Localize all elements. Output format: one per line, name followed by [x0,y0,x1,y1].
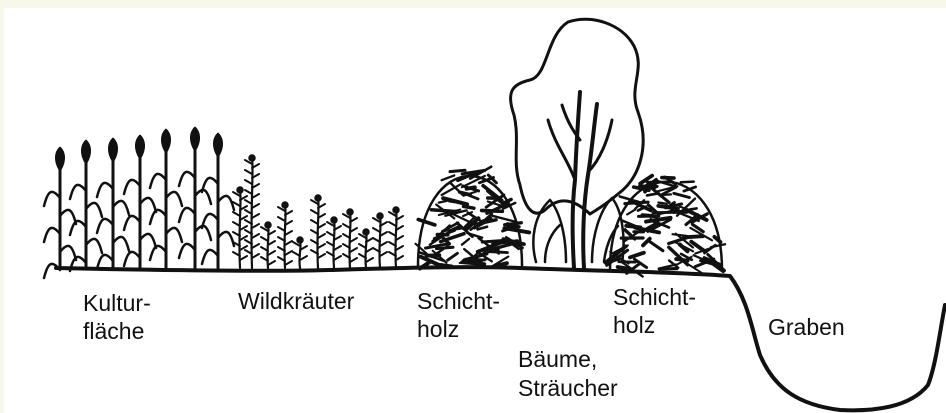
maize-leaf [44,264,60,278]
wood-stick [431,210,457,212]
label-schichtholz-right-line2: holz [613,311,655,340]
herb-flower [282,202,288,208]
crop-plants [44,128,234,278]
maize-leaf [113,201,129,215]
wood-pile-left [416,167,530,269]
wood-stick [648,241,663,251]
herb-flower [347,209,353,215]
herb-flower [265,222,271,228]
maize-leaf [140,234,156,248]
maize-leaf [124,180,140,194]
maize-leaf [70,185,86,199]
maize-leaf [179,208,195,222]
herb-stem [299,240,300,268]
maize-leaf [113,237,129,251]
wood-stick [676,259,688,261]
wood-stick [684,236,703,237]
maize-leaf [44,192,60,206]
maize-tassel [191,128,199,150]
herb-flower [377,213,383,219]
wood-stick [504,228,529,232]
tree-trunk-right [583,104,597,268]
maize-leaf [218,196,234,210]
label-schichtholz-right-line1: Schicht- [613,283,696,312]
wood-stick [464,206,474,208]
herb-flower [249,155,255,161]
label-schichtholz-left-line1: Schicht- [417,287,500,316]
herb-flower [315,195,321,201]
maize-leaf [97,183,113,197]
wood-stick [418,220,435,225]
maize-leaf [124,216,140,230]
label-baeume-line1: Bäume, [518,345,597,374]
label-wildkraeuter: Wildkräuter [238,287,354,316]
maize-leaf [150,174,166,188]
label-graben: Graben [768,313,845,342]
wood-stick [681,182,694,183]
wood-stick [627,210,635,215]
maize-leaf [60,246,76,260]
maize-leaf [179,244,195,258]
wood-stick [659,203,667,204]
maize-leaf [218,232,234,246]
herb-flower [363,229,369,235]
maize-leaf [202,250,218,264]
wood-stick [674,193,690,197]
maize-leaf [44,228,60,242]
wood-stick [450,170,465,171]
wood-stick [439,201,447,203]
wood-stick [488,252,507,253]
maize-leaf [70,221,86,235]
label-kulturflaeche-line1: Kultur- [83,289,151,318]
maize-leaf [166,228,182,242]
herb-flower [237,187,243,193]
maize-leaf [86,239,102,253]
maize-leaf [140,198,156,212]
wood-stick [505,223,522,225]
maize-leaf [86,203,102,217]
maize-tassel [136,136,144,158]
herb-flower [331,217,337,223]
maize-leaf [150,246,166,260]
maize-tassel [162,130,170,152]
maize-leaf [166,192,182,206]
herb-flower [393,207,399,213]
maize-leaf [179,172,195,186]
wood-stick [630,253,644,258]
herb-flower [297,237,303,243]
shrub-left [533,200,566,262]
maize-leaf [150,210,166,224]
maize-leaf [97,219,113,233]
maize-tassel [82,141,90,163]
label-baeume-line2: Sträucher [518,374,618,403]
wild-herbs [233,155,403,268]
wood-stick [462,239,469,245]
wood-stick [462,262,484,264]
maize-tassel [56,148,64,170]
label-kulturflaeche-line2: fläche [83,317,144,346]
label-schichtholz-left-line2: holz [417,315,459,344]
wood-stick [448,253,458,260]
maize-tassel [109,139,117,161]
wood-stick [466,259,485,260]
herb-stem [349,212,350,268]
wood-stick [638,207,646,211]
maize-tassel [214,134,222,156]
maize-leaf [124,252,140,266]
wood-stick [680,245,688,252]
maize-leaf [60,210,76,224]
